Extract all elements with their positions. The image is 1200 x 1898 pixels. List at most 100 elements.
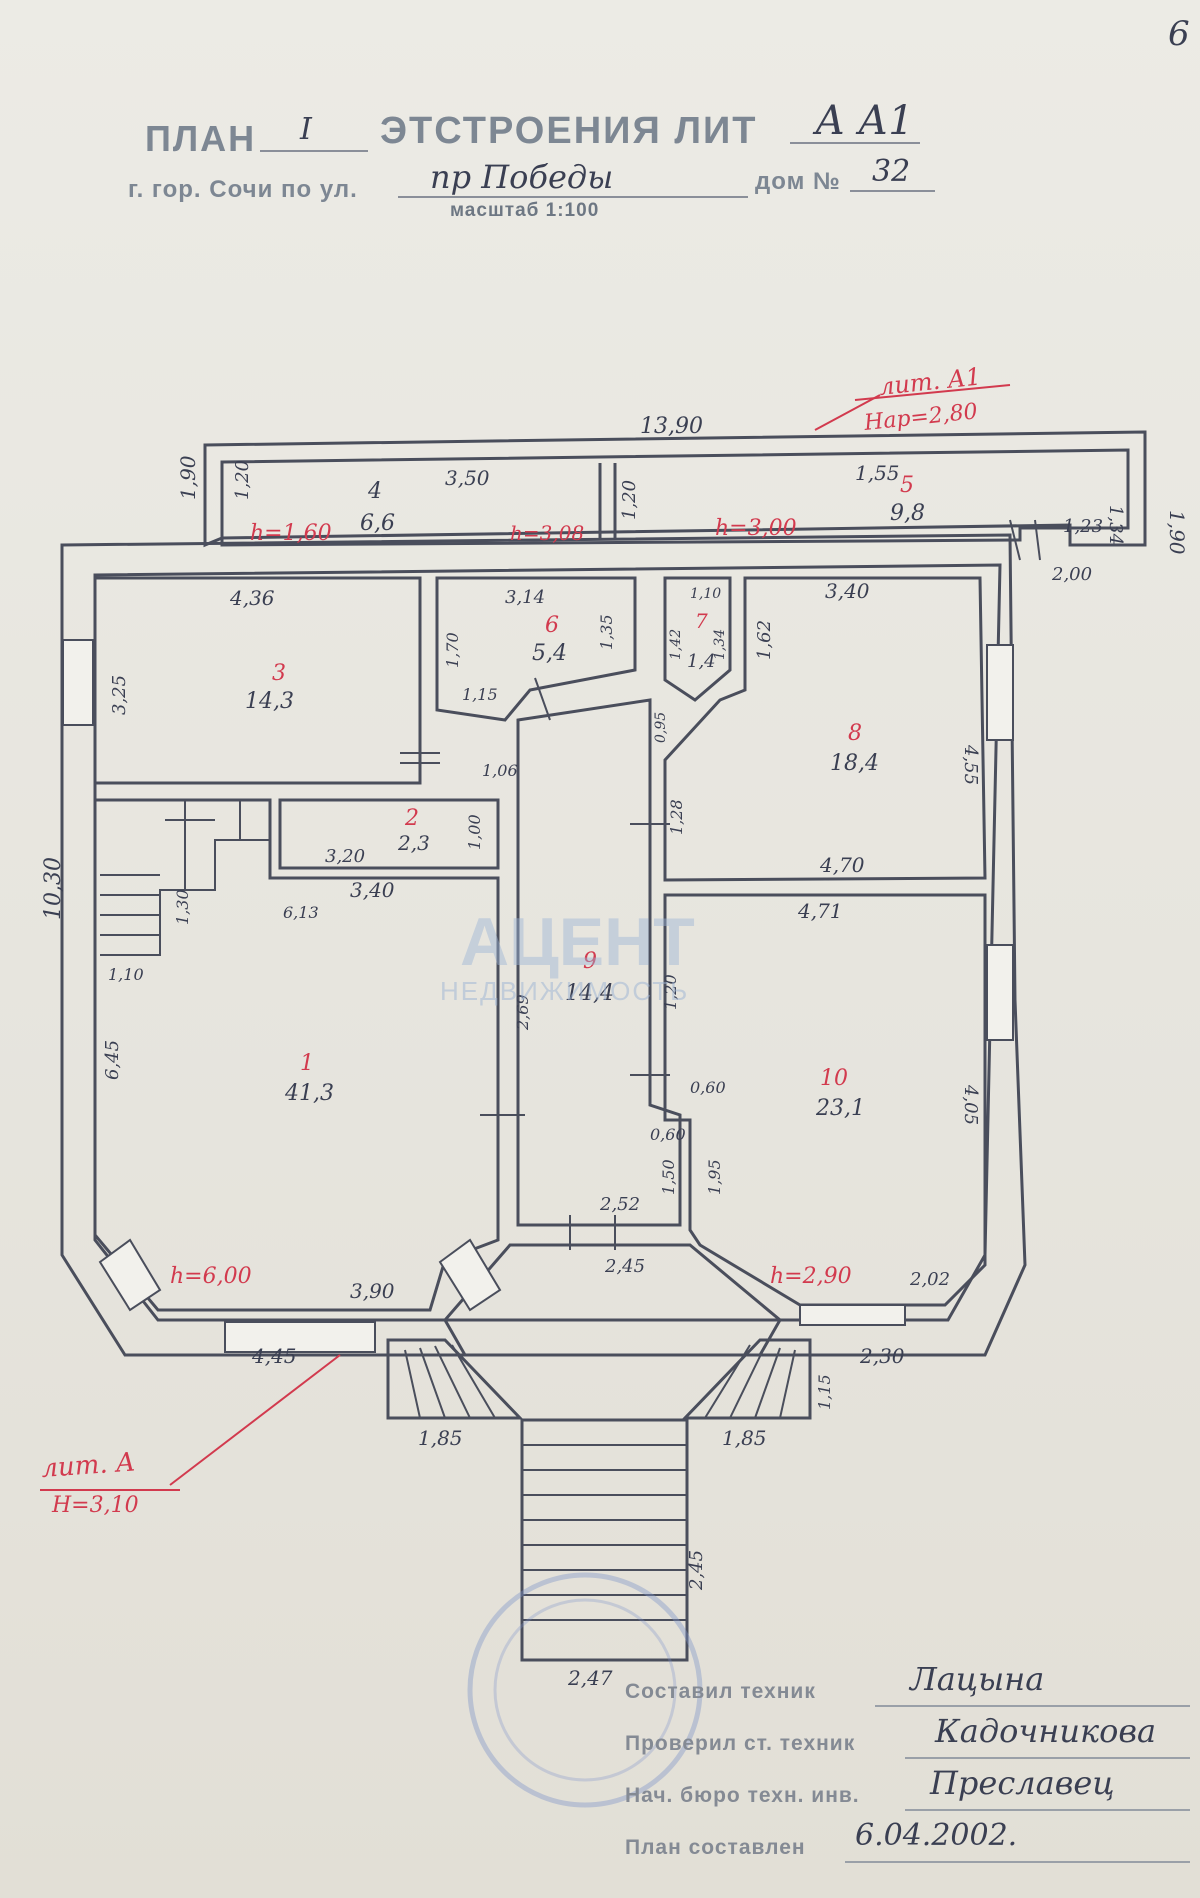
dim-annex-right-height: 1,90: [1165, 510, 1189, 555]
room-10-walls: [663, 893, 987, 1307]
structure-label: ЭТСТРОЕНИЯ ЛИТ: [380, 110, 758, 152]
room-1-dim-stair-h: 1,30: [173, 889, 192, 925]
room-5-height: h=3,00: [715, 516, 797, 541]
room-1-height: h=6,00: [170, 1264, 252, 1289]
room-6-dim-left: 1,70: [443, 632, 462, 668]
windows: [62, 639, 1014, 1353]
room-10-number: 10: [820, 1066, 848, 1091]
room-3-number: 3: [272, 661, 286, 686]
room-7-dim-b: 1,34: [712, 629, 728, 660]
room-9-area: 14,4: [565, 981, 614, 1006]
room-1-dim-left: 6,45: [102, 1040, 123, 1080]
street-value: пр Победы: [430, 158, 614, 196]
window: [98, 1238, 162, 1312]
room-10-dim-outer: 2,30: [859, 1344, 905, 1368]
room-9-dim-095: 0,95: [653, 712, 669, 743]
main-inner-wall: [93, 563, 1002, 1322]
room-5-number: 5: [900, 473, 914, 498]
room-8-dim-door: 1,28: [667, 799, 686, 835]
dim-annex-left-height: 1,90: [176, 455, 200, 500]
dim-overall-top: 13,90: [640, 414, 703, 439]
room-9-dim-niche: 1,50: [659, 1159, 678, 1195]
room-10-area: 23,1: [815, 1096, 865, 1121]
main-outer-wall: [60, 533, 1027, 1357]
room-3-dim-width: 4,36: [229, 586, 275, 610]
signature-label-checked: Проверил ст. техник: [625, 1732, 856, 1755]
room-8-dim-right: 4,55: [960, 744, 981, 785]
room-3-area: 14,3: [245, 689, 294, 714]
page-number: 6: [1168, 14, 1190, 54]
room-2-dim-door: 1,06: [482, 761, 518, 780]
room-1-dim-top: 3,40: [350, 878, 395, 902]
room-4-depth: 1,20: [232, 460, 253, 500]
window: [62, 639, 94, 726]
room-6-number: 6: [545, 613, 559, 638]
room-8-walls: [663, 576, 987, 882]
room-4-area: 6,6: [360, 511, 395, 536]
main-lit-height: Н=3,10: [51, 1493, 139, 1518]
room-10-dim-left: 1,95: [705, 1159, 724, 1195]
watermark-sub: НЕДВИЖИМОСТЬ: [440, 976, 689, 1006]
side-stairs-left: [386, 1338, 524, 1420]
room-2-number: 2: [404, 806, 419, 831]
annex-leader-line: [814, 394, 881, 431]
room-9-number: 9: [583, 949, 597, 974]
plan-label: ПЛАН: [145, 118, 257, 159]
lit-a-leader-line: [169, 1354, 341, 1486]
dim-overall-left: 10,30: [41, 857, 66, 920]
window: [799, 1304, 906, 1326]
room-9-dim-060b: 0,60: [650, 1125, 686, 1144]
stairs-dim-left: 1,85: [418, 1426, 463, 1450]
room-10-dim-top: 4,71: [797, 899, 843, 923]
room-8-area: 18,4: [830, 751, 879, 776]
room-2-area: 2,3: [397, 831, 430, 855]
room-6-dim-bottom: 1,15: [462, 685, 498, 704]
porch-stairs: [520, 1418, 689, 1662]
room-10-dim-window: 2,02: [909, 1269, 950, 1290]
room-7-area: 1,4: [687, 651, 716, 672]
room-8-dim-left: 1,62: [754, 620, 775, 660]
window: [224, 1321, 376, 1353]
stairs-dim-height: 1,15: [815, 1374, 834, 1410]
room-2-dim-height: 1,00: [465, 814, 484, 850]
room-8-dim-bottom: 4,70: [819, 853, 865, 877]
room-1-dim-stair-w: 1,10: [108, 965, 144, 984]
room-1-dim-stair: 6,13: [283, 903, 319, 922]
room-7-walls: [663, 576, 732, 702]
signature-checked: Кадочникова: [935, 1712, 1157, 1750]
room-1-dim-window: 3,90: [350, 1279, 395, 1303]
city-label: г. гор. Сочи по ул.: [128, 176, 358, 203]
room-4-height: h=1,60: [250, 521, 332, 546]
room-6-dim-right: 1,35: [597, 614, 616, 650]
window: [438, 1238, 502, 1312]
annex-extra-h: h=3,08: [510, 521, 584, 545]
signature-head: Преславец: [930, 1764, 1115, 1802]
room-7-number: 7: [695, 609, 708, 633]
room-2-dim-width: 3,20: [325, 846, 365, 867]
room-7-dim-a: 1,42: [668, 629, 684, 660]
main-lit-label: лит. А: [40, 1447, 136, 1483]
house-label: дом №: [755, 168, 841, 195]
room-10-height: h=2,90: [770, 1264, 852, 1289]
room-9-dim-060a: 0,60: [690, 1078, 726, 1097]
annex-inner-wall: [220, 448, 1130, 547]
watermark-brand: АЦЕНТ: [460, 904, 695, 980]
floor-value: I: [300, 112, 312, 147]
room-5-width: 1,55: [855, 461, 900, 485]
stair-treads: [100, 519, 1041, 1621]
room-4-width: 3,50: [445, 466, 490, 490]
stairs-dim-right: 1,85: [722, 1426, 767, 1450]
stairs-dim-width: 2,47: [567, 1666, 613, 1690]
room-1-walls: [93, 798, 500, 1312]
room-1-dim-outer: 4,45: [251, 1344, 297, 1368]
signature-label-compiled: Составил техник: [625, 1680, 816, 1703]
room-9-walls: [516, 698, 682, 1227]
room-10-dim-right: 4,05: [960, 1084, 981, 1125]
scale-label: масштаб 1:100: [450, 200, 600, 221]
room-3-dim-height: 3,25: [109, 675, 130, 715]
room-5-depth: 1,34: [1105, 505, 1126, 545]
room-9-dim-height: 2,69: [513, 994, 532, 1031]
window: [986, 644, 1014, 741]
